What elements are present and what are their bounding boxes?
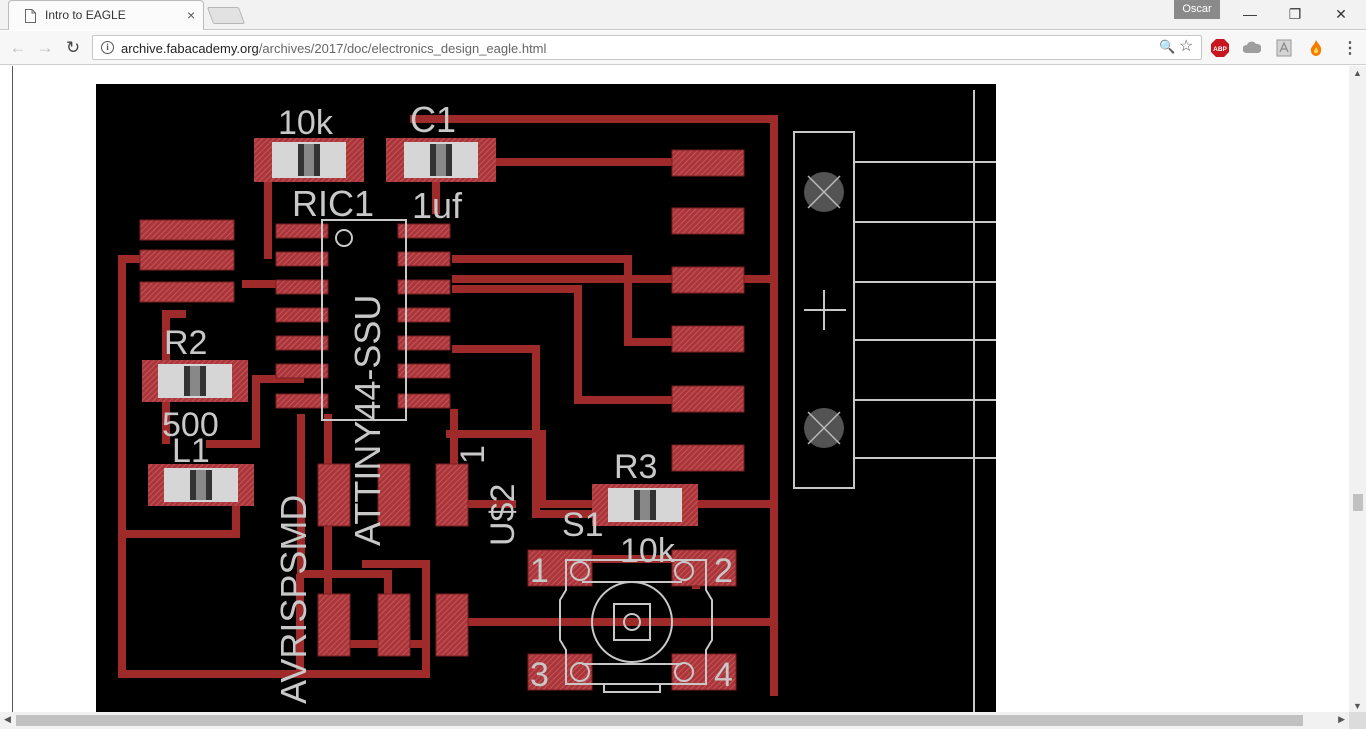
profile-button[interactable]: Oscar [1174,0,1220,19]
r2-value-label: 500 [162,406,219,444]
board-labels: 10k C1 RIC1 1uf R2 500 L1 R3 10k S1 ATTI… [162,99,733,704]
minimize-button[interactable]: — [1243,6,1257,22]
smd-components [142,138,698,526]
l1-inductor [148,464,254,506]
menu-icon[interactable]: ⋮ [1342,40,1358,57]
pads [139,149,745,691]
horizontal-scrollbar[interactable]: ◀ ▶ [0,712,1349,729]
r3-resistor [592,484,698,526]
r2-resistor [142,360,248,402]
vertical-scrollbar[interactable]: ▲ ▼ [1349,66,1366,712]
us2-label: U$2 [484,484,522,546]
vertical-scroll-thumb[interactable] [1353,494,1363,511]
r1-value-label: 10k [278,104,334,142]
tab-title: Intro to EAGLE [45,8,126,22]
switch-pin2-label: 2 [714,552,733,590]
page-left-border [12,66,13,712]
bookmark-star-icon[interactable]: ☆ [1179,38,1194,55]
tab-close-icon[interactable]: × [187,7,196,23]
reload-button[interactable]: ↻ [65,38,81,57]
page-viewport: 10k C1 RIC1 1uf R2 500 L1 R3 10k S1 ATTI… [0,66,1349,712]
pdf-icon[interactable] [1275,39,1293,57]
back-button[interactable]: ← [9,38,27,57]
address-bar[interactable]: i archive.fabacademy.org/archives/2017/d… [92,35,1202,60]
mounting-holes [804,172,844,448]
c1-capacitor [386,138,496,182]
pcb-layout-image: 10k C1 RIC1 1uf R2 500 L1 R3 10k S1 ATTI… [96,84,996,712]
adblock-label: ABP [1213,46,1227,53]
page-icon [25,9,36,23]
c1-value-label: 1uf [412,185,463,226]
url-text[interactable]: archive.fabacademy.org/archives/2017/doc… [121,41,546,56]
r1-resistor [254,138,364,182]
switch-pin1-label: 1 [530,552,549,590]
pcb-board: 10k C1 RIC1 1uf R2 500 L1 R3 10k S1 ATTI… [118,90,996,712]
l1-label: L1 [172,432,210,470]
adblock-icon[interactable]: ABP [1211,39,1229,57]
s1-label: S1 [562,506,604,544]
scroll-down-arrow-icon[interactable]: ▼ [1353,701,1362,711]
scrollbar-corner [1349,712,1366,729]
fire-icon[interactable] [1307,39,1325,57]
drive-icon[interactable] [1243,39,1261,57]
scroll-left-arrow-icon[interactable]: ◀ [4,714,11,724]
url-path: /archives/2017/doc/electronics_design_ea… [258,41,547,56]
r2-name-label: R2 [164,324,207,362]
us2-pin-label: 1 [454,445,492,464]
new-tab-button[interactable] [206,7,246,24]
restore-button[interactable]: ❐ [1288,6,1302,22]
horizontal-scroll-thumb[interactable] [16,715,1303,726]
tab-strip: Intro to EAGLE × Oscar — ❐ ✕ [0,0,1366,30]
chip-name-label: ATTINY44-SSU [347,295,388,546]
avrispsmd-label: AVRISPSMD [273,495,314,704]
switch-pin3-label: 3 [530,656,549,694]
silkscreen [321,90,996,712]
r3-name-label: R3 [614,448,657,486]
url-host: archive.fabacademy.org [121,41,259,56]
scroll-right-arrow-icon[interactable]: ▶ [1338,714,1345,724]
site-info-icon[interactable]: i [101,41,114,54]
r3-value-label: 10k [620,532,676,570]
scroll-up-arrow-icon[interactable]: ▲ [1353,68,1362,78]
zoom-icon[interactable]: 🔍 [1159,39,1176,54]
tab-intro-to-eagle[interactable]: Intro to EAGLE × [8,0,204,30]
c1-name-label: C1 [410,99,456,140]
close-window-button[interactable]: ✕ [1335,6,1347,22]
switch-pin4-label: 4 [714,656,733,694]
browser-toolbar: ← → ↻ i archive.fabacademy.org/archives/… [0,31,1366,65]
forward-button[interactable]: → [36,38,54,57]
ric1-label: RIC1 [292,183,374,224]
